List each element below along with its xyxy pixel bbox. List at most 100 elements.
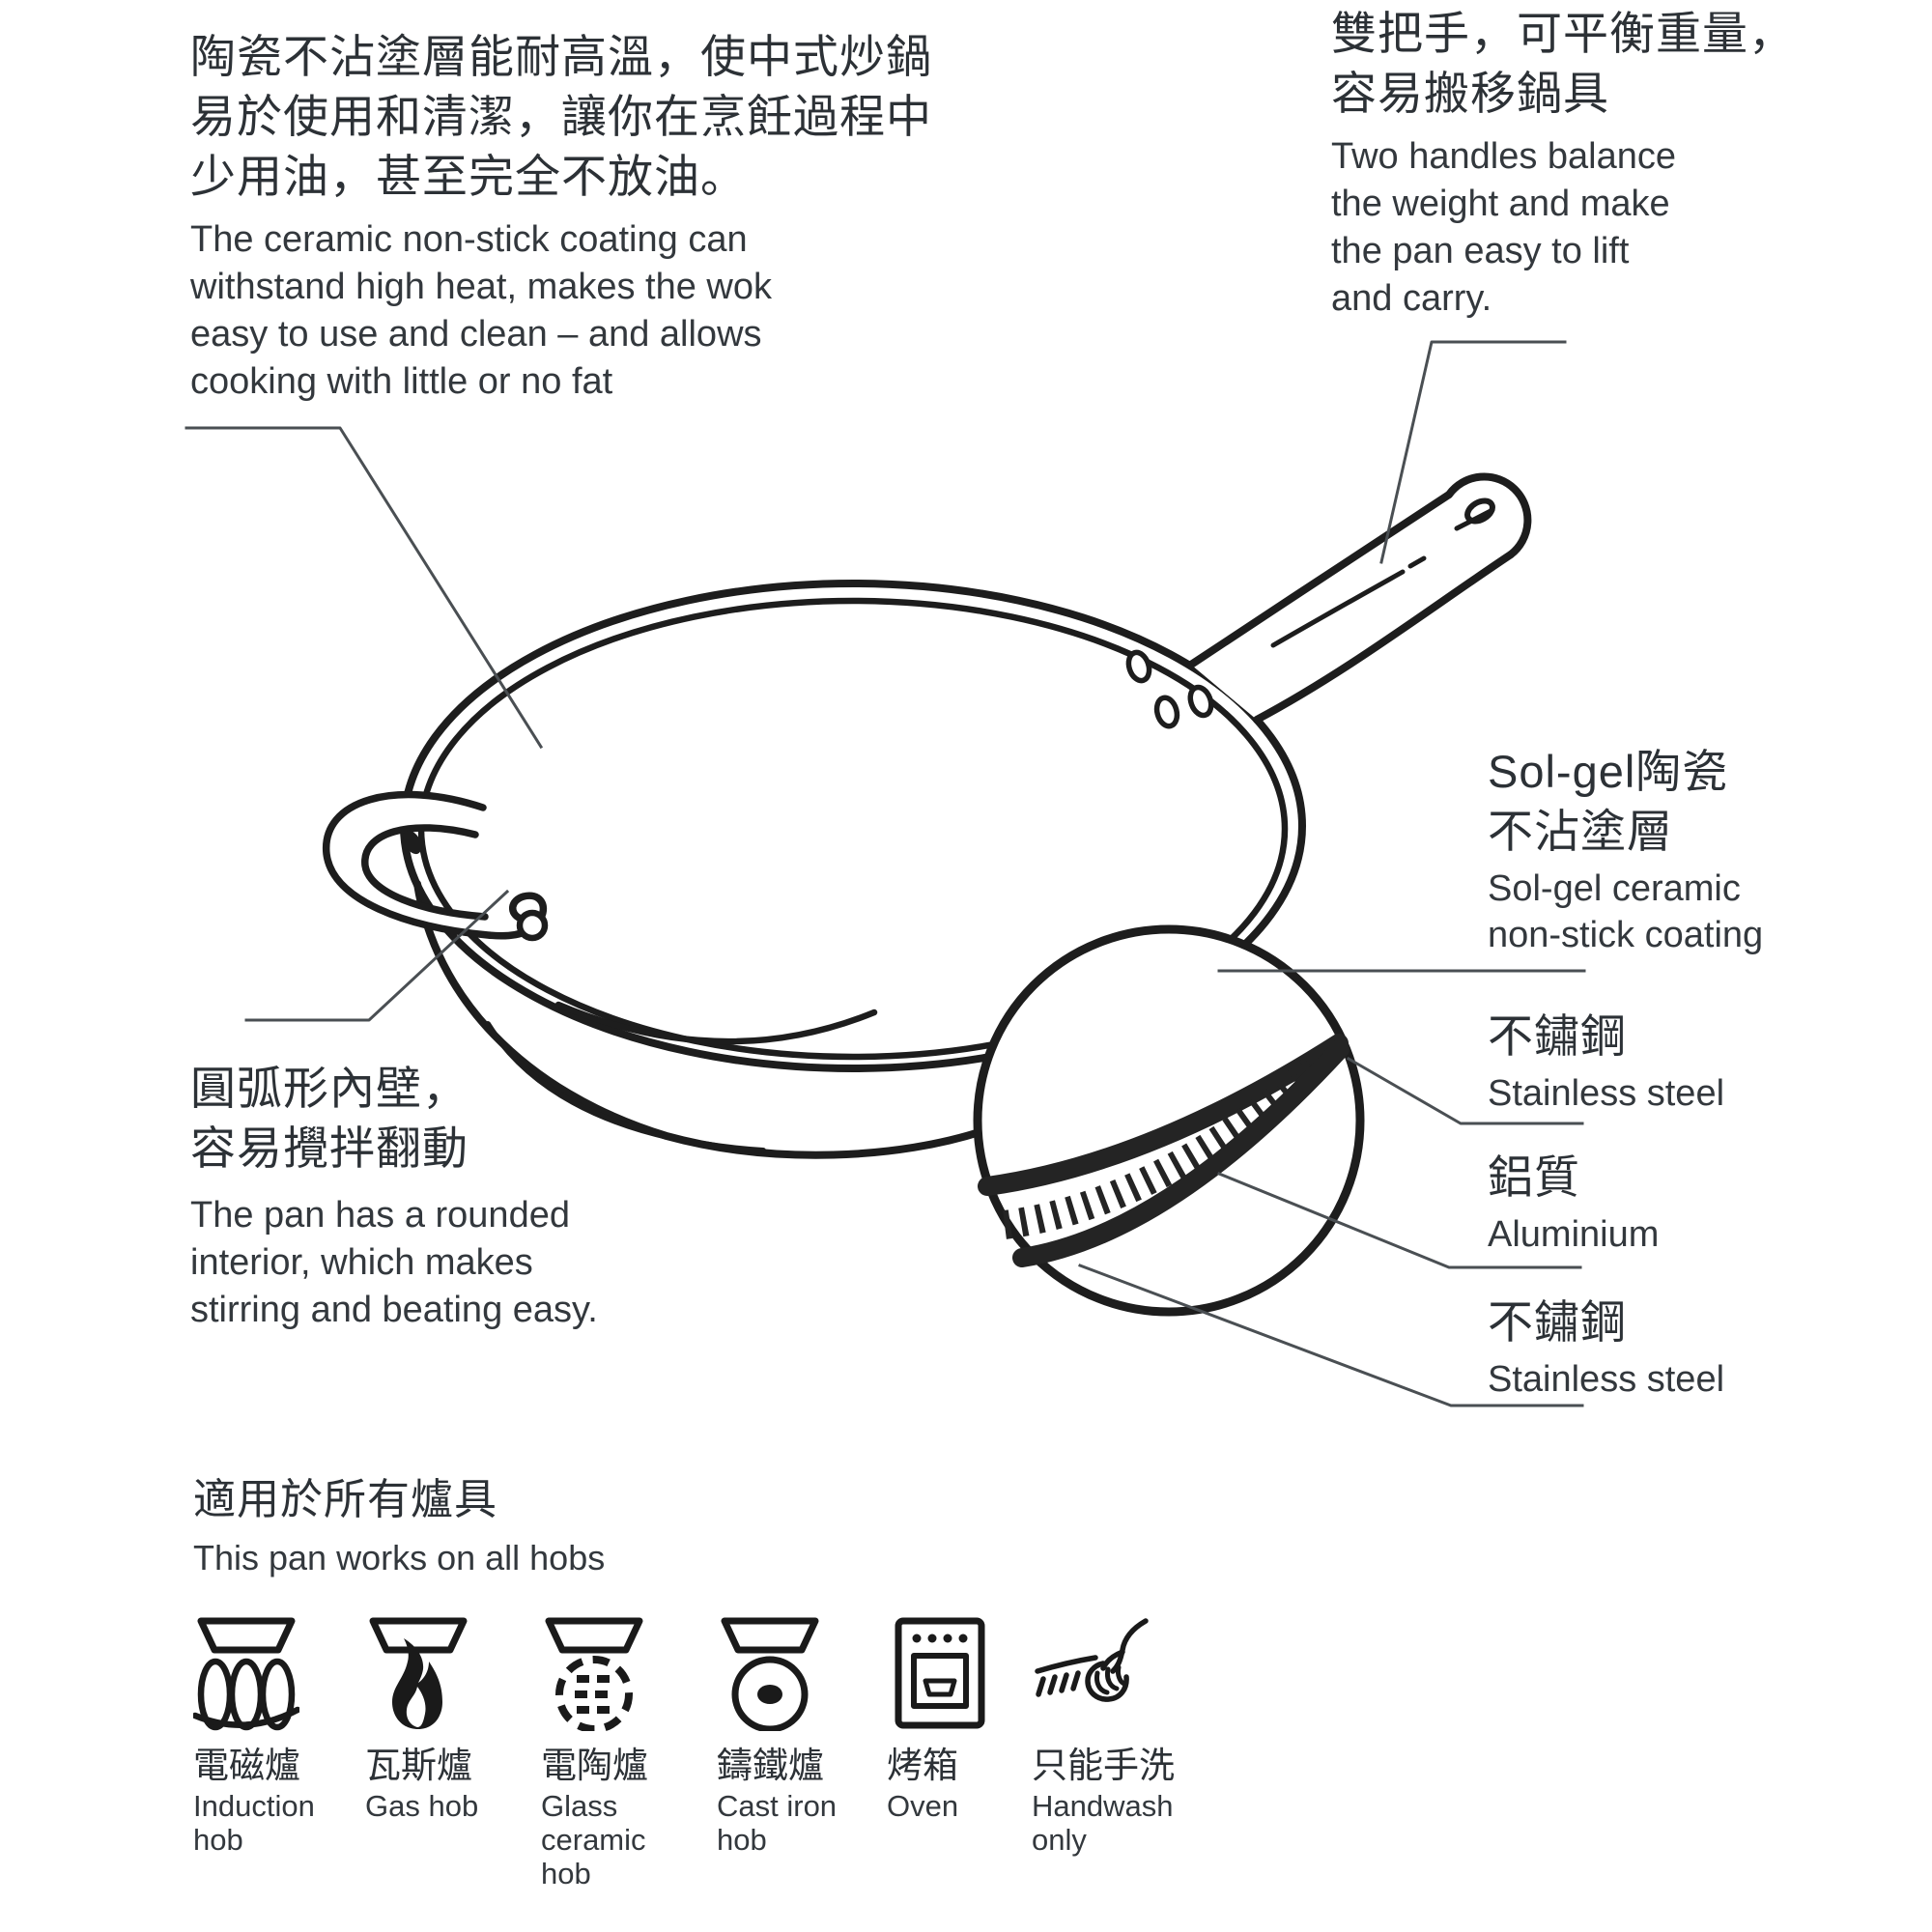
leader-handles-feature [1379, 340, 1567, 564]
material-aluminium-zh: 鋁質 [1488, 1151, 1580, 1203]
hob-item-cast-iron: 鑄鐵爐 Cast iron hob [717, 1615, 886, 1857]
handle-inner-line [1270, 569, 1406, 648]
hob-pan-symbol [545, 1617, 643, 1654]
hob-heading-en: This pan works on all hobs [193, 1538, 606, 1577]
hob-pan-symbol [197, 1617, 296, 1654]
leader-coating-feature [185, 426, 544, 750]
interior-feature-en-line: interior, which makes [190, 1242, 533, 1283]
interior-feature-zh-line: 容易攪拌翻動 [190, 1122, 469, 1174]
hand-finger-line [1094, 1670, 1110, 1695]
handles-feature-callout: 雙把手，可平衡重量， 容易搬移鍋具 Two handles balance th… [1331, 4, 1795, 323]
induction-coil [228, 1658, 265, 1731]
hob-label-en: Oven [887, 1789, 959, 1823]
hand-finger-line [1116, 1664, 1127, 1687]
induction-coil-baseline [193, 1706, 299, 1728]
material-coating-en-line: non-stick coating [1488, 915, 1764, 955]
coating-feature-en-line: easy to use and clean – and allows [190, 314, 762, 355]
handwash-icon [1035, 1618, 1149, 1702]
helper-handle [323, 790, 549, 942]
oven-body [895, 1617, 985, 1729]
brush-handle [1035, 1655, 1098, 1674]
hand-fist-outline [1085, 1661, 1129, 1702]
interior-bottom-arc [554, 1001, 878, 1045]
hob-pan-symbol [369, 1617, 468, 1654]
hob-label-en: hob [541, 1857, 591, 1890]
handle-inner-dash [1407, 555, 1427, 569]
brush-bristle [1036, 1676, 1046, 1697]
handle-lower-edge [1253, 551, 1515, 724]
material-coating-zh-line: 不沾塗層 [1488, 806, 1673, 857]
hob-label-zh: 電陶爐 [541, 1746, 648, 1785]
glass-ceramic-dashed-ring [555, 1656, 633, 1731]
handles-feature-zh-line: 容易搬移鍋具 [1331, 68, 1609, 119]
glass-ceramic-hob-icon [545, 1617, 643, 1731]
induction-coil [259, 1658, 296, 1731]
hob-label-en: ceramic [541, 1823, 646, 1857]
handle-hanging-hole [1464, 497, 1495, 525]
cross-section-aluminium-core-hatch [1003, 1057, 1323, 1239]
hob-item-glass-ceramic: 電陶爐 Glass ceramic hob [541, 1615, 710, 1890]
cast-iron-plate-ring [731, 1656, 809, 1731]
hob-item-handwash: 只能手洗 Handwash only [1032, 1615, 1201, 1857]
handles-feature-en-line: the pan easy to lift [1331, 231, 1630, 271]
hob-label-zh: 電磁爐 [193, 1746, 300, 1785]
oven-knob [927, 1634, 937, 1643]
helper-handle-curl [509, 892, 548, 923]
material-stainless-outer-zh: 不鏽鋼 [1488, 1010, 1627, 1062]
hand-thumb [1100, 1649, 1125, 1671]
cast-iron-hob-icon [721, 1617, 819, 1731]
hanging-hole [1187, 684, 1214, 719]
hob-label-en: Glass [541, 1789, 618, 1823]
handles-feature-en-line: the weight and make [1331, 184, 1670, 224]
helper-handle-rivet [516, 909, 549, 942]
hob-item-induction: 電磁爐 Induction hob [193, 1615, 362, 1857]
leader-material-steel-outer [1346, 1056, 1584, 1125]
brush-bristle [1047, 1674, 1058, 1695]
hob-item-oven: 烤箱 Oven [887, 1615, 1056, 1823]
hob-label-en: Induction [193, 1789, 315, 1823]
material-label-coating: Sol-gel陶瓷 不沾塗層 Sol-gel ceramic non-stick… [1488, 742, 1763, 958]
long-handle [1187, 472, 1532, 724]
handle-upper-edge [1187, 491, 1453, 668]
helper-handle-fill [326, 794, 541, 936]
helper-handle-outer-edge [323, 790, 545, 940]
oven-knob [912, 1634, 922, 1643]
hob-label-en: only [1032, 1823, 1087, 1857]
gas-flame-inner [406, 1687, 426, 1727]
hob-label-zh: 瓦斯爐 [365, 1746, 472, 1785]
hob-label-zh: 烤箱 [887, 1746, 958, 1785]
hob-label-en: hob [717, 1823, 767, 1857]
hob-label-zh: 鑄鐵爐 [717, 1746, 824, 1785]
leader-lines [185, 340, 1586, 1407]
oven-knob [958, 1634, 968, 1643]
handles-feature-en-line: and carry. [1331, 278, 1492, 319]
material-coating-zh-line: Sol-gel陶瓷 [1488, 746, 1729, 797]
hob-compatibility-heading: 適用於所有爐具 This pan works on all hobs [193, 1472, 605, 1580]
coating-feature-en-line: The ceramic non-stick coating can [190, 219, 748, 260]
hob-label-en: Cast iron [717, 1789, 838, 1823]
hanging-hole [1125, 649, 1152, 684]
coating-feature-zh-line: 少用油，甚至完全不放油。 [190, 151, 747, 202]
handles-feature-en-line: Two handles balance [1331, 136, 1677, 177]
oven-door [911, 1653, 969, 1709]
material-label-stainless-inner: 不鏽鋼 Stainless steel [1488, 1293, 1724, 1403]
hanging-holes [1125, 649, 1214, 729]
gas-flame [392, 1638, 442, 1729]
hob-label-en: Gas hob [365, 1789, 479, 1823]
hob-label-en: hob [193, 1823, 243, 1857]
hanging-hole [1153, 695, 1180, 729]
hob-label-zh: 只能手洗 [1032, 1746, 1175, 1785]
cross-section-inner-steel-layer [1012, 1039, 1350, 1267]
hob-heading-zh: 適用於所有爐具 [193, 1476, 497, 1523]
handles-feature-zh-line: 雙把手，可平衡重量， [1331, 8, 1795, 59]
material-stainless-inner-zh: 不鏽鋼 [1488, 1296, 1627, 1348]
interior-feature-en-line: The pan has a rounded [190, 1195, 570, 1236]
oven-tray [923, 1678, 957, 1697]
hand-finger-line [1105, 1666, 1120, 1691]
leader-interior-feature [244, 889, 510, 1022]
material-stainless-outer-en: Stainless steel [1488, 1073, 1725, 1114]
brush-bristle [1059, 1672, 1069, 1693]
material-cross-section-magnifier [973, 924, 1365, 1317]
